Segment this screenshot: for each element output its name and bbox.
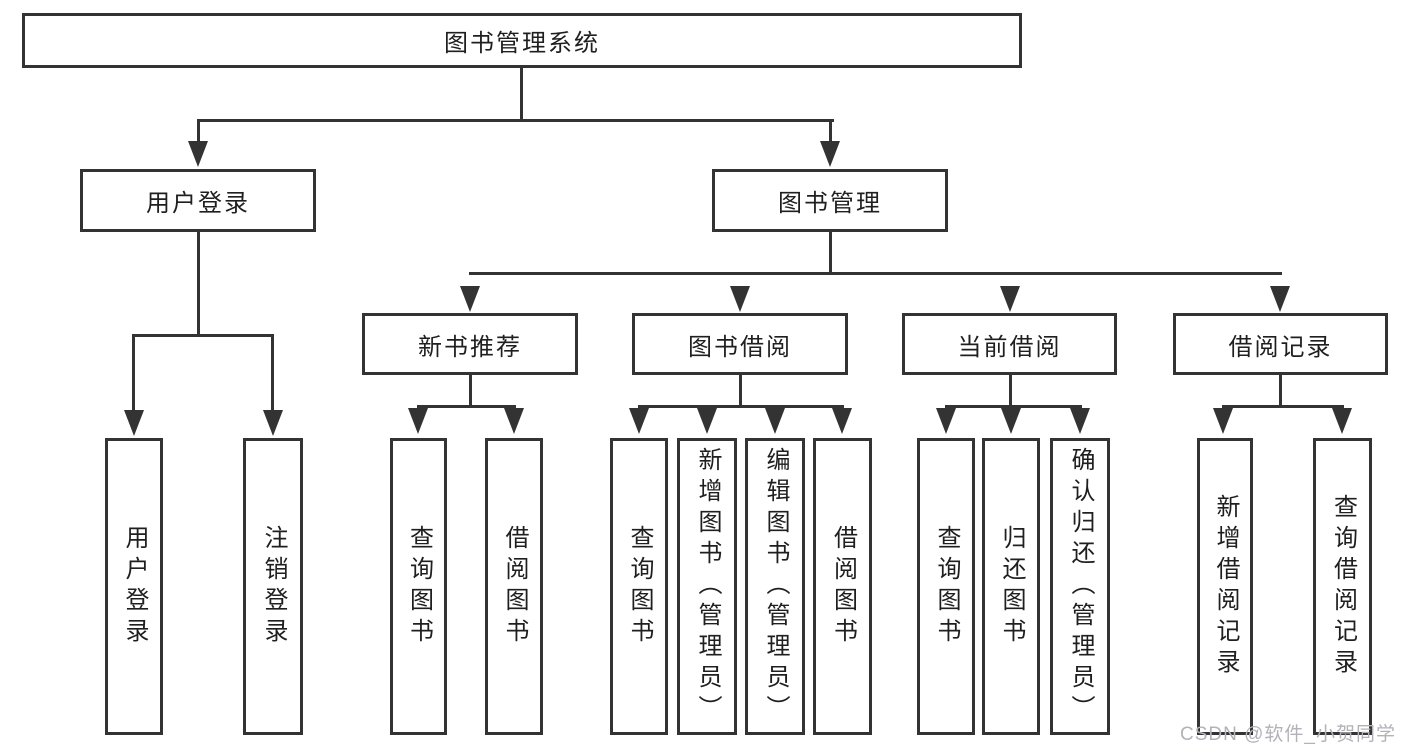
arrow-down-icon — [1332, 408, 1352, 434]
node-current-borrow-label: 当前借阅 — [957, 333, 1062, 361]
node-root: 图书管理系统 — [22, 13, 1022, 68]
connector-line — [1009, 373, 1012, 408]
leaf-confirm-return-admin: 确认归还（管理员） — [1050, 438, 1110, 735]
arrow-down-icon — [832, 408, 852, 434]
connector-line — [469, 272, 1282, 275]
node-new-book-recommend: 新书推荐 — [362, 313, 578, 375]
leaf-query-books-recommend-label: 查询图书 — [405, 524, 433, 649]
arrow-down-icon — [1070, 408, 1090, 434]
connector-line — [829, 231, 832, 275]
leaf-return-books-label: 归还图书 — [998, 524, 1025, 649]
node-book-management: 图书管理 — [712, 169, 948, 232]
leaf-edit-books-admin-label: 编辑图书（管理员） — [762, 447, 789, 726]
connector-line — [520, 66, 523, 121]
leaf-borrow-books-recommend: 借阅图书 — [485, 438, 543, 735]
node-book-management-label: 图书管理 — [778, 190, 882, 217]
leaf-query-books-recommend: 查询图书 — [390, 438, 447, 735]
leaf-query-books-borrow-label: 查询图书 — [626, 524, 653, 649]
leaf-add-borrow-record: 新增借阅记录 — [1197, 438, 1253, 735]
connector-line — [271, 334, 274, 414]
leaf-logout-label: 注销登录 — [260, 524, 287, 649]
connector-line — [739, 373, 742, 408]
leaf-query-books-current: 查询图书 — [917, 438, 975, 735]
node-book-borrow: 图书借阅 — [632, 313, 848, 375]
node-borrow-records-label: 借阅记录 — [1228, 333, 1333, 361]
node-book-borrow-label: 图书借阅 — [688, 333, 792, 361]
leaf-query-books-current-label: 查询图书 — [933, 524, 960, 649]
arrow-down-icon — [629, 408, 649, 434]
node-user-login-label: 用户登录 — [146, 190, 250, 217]
connector-line — [1279, 373, 1282, 408]
connector-line — [197, 231, 200, 337]
leaf-confirm-return-admin-label: 确认归还（管理员） — [1067, 447, 1094, 726]
connector-line — [945, 405, 1082, 408]
csdn-watermark: CSDN @软件_小贺同学 — [1180, 724, 1396, 745]
node-root-label: 图书管理系统 — [444, 30, 600, 57]
leaf-query-borrow-record-label: 查询借阅记录 — [1329, 493, 1357, 680]
leaf-logout: 注销登录 — [243, 438, 303, 735]
connector-line — [829, 119, 832, 147]
arrow-down-icon — [697, 408, 717, 434]
arrow-down-icon — [820, 141, 840, 167]
node-borrow-records: 借阅记录 — [1173, 313, 1388, 375]
connector-line — [132, 334, 274, 337]
leaf-return-books: 归还图书 — [982, 438, 1040, 735]
connector-line — [417, 405, 516, 408]
arrow-down-icon — [1213, 408, 1233, 434]
leaf-query-borrow-record: 查询借阅记录 — [1313, 438, 1372, 735]
arrow-down-icon — [1001, 408, 1021, 434]
leaf-user-login: 用户登录 — [105, 438, 163, 735]
leaf-edit-books-admin: 编辑图书（管理员） — [745, 438, 805, 735]
leaf-borrow-books-label: 借阅图书 — [829, 524, 857, 649]
leaf-user-login-label: 用户登录 — [121, 524, 148, 649]
arrow-down-icon — [124, 410, 144, 436]
leaf-borrow-books-recommend-label: 借阅图书 — [501, 524, 528, 649]
arrow-down-icon — [188, 141, 208, 167]
leaf-borrow-books: 借阅图书 — [813, 438, 872, 735]
connector-line — [197, 119, 834, 122]
connector-line — [638, 405, 844, 408]
node-current-borrow: 当前借阅 — [902, 313, 1117, 375]
arrow-down-icon — [263, 410, 283, 436]
arrow-down-icon — [1000, 286, 1020, 312]
arrow-down-icon — [936, 408, 956, 434]
leaf-query-books-borrow: 查询图书 — [610, 438, 668, 735]
arrow-down-icon — [504, 408, 524, 434]
leaf-add-books-admin-label: 新增图书（管理员） — [694, 447, 721, 726]
arrow-down-icon — [765, 408, 785, 434]
connector-line — [132, 334, 135, 414]
connector-line — [1222, 405, 1344, 408]
arrow-down-icon — [730, 286, 750, 312]
node-new-book-recommend-label: 新书推荐 — [418, 333, 522, 361]
connector-line — [469, 373, 472, 408]
arrow-down-icon — [1270, 286, 1290, 312]
arrow-down-icon — [460, 286, 480, 312]
arrow-down-icon — [408, 408, 428, 434]
leaf-add-borrow-record-label: 新增借阅记录 — [1212, 493, 1239, 680]
leaf-add-books-admin: 新增图书（管理员） — [677, 438, 737, 735]
node-user-login: 用户登录 — [80, 169, 316, 232]
connector-line — [197, 119, 200, 147]
